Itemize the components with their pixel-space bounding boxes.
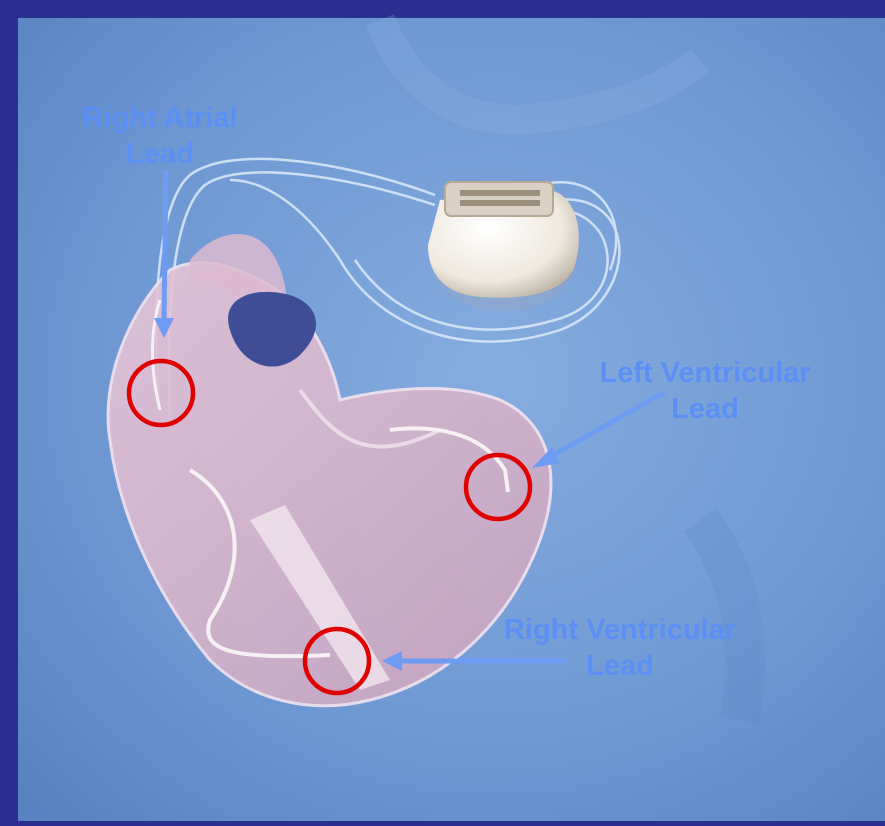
label-line: Lead (440, 648, 800, 684)
label-line: Lead (540, 391, 870, 427)
label-right-ventricular-lead: Right Ventricular Lead (440, 612, 800, 684)
label-line: Right Ventricular (440, 612, 800, 648)
label-right-atrial-lead: Right Atrial Lead (40, 100, 280, 172)
label-line: Lead (40, 136, 280, 172)
label-line: Right Atrial (40, 100, 280, 136)
pacemaker-icon (428, 182, 579, 311)
label-left-ventricular-lead: Left Ventricular Lead (540, 355, 870, 427)
arrow-right-atrial (164, 170, 166, 320)
label-line: Left Ventricular (540, 355, 870, 391)
